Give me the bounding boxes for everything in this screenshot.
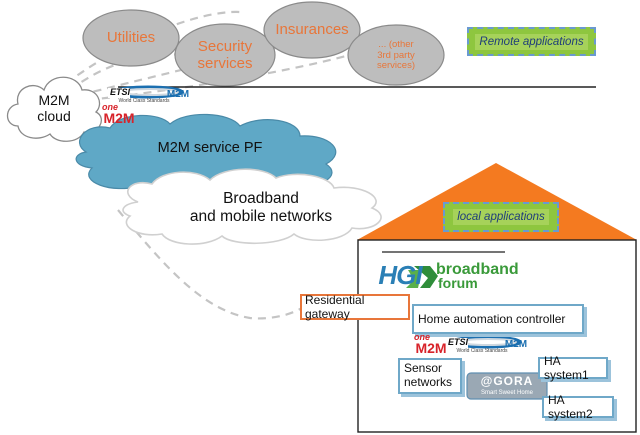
agora-logo-text: @GORA [480,374,534,389]
etsi-house-logo-text: ETSI [448,336,469,347]
hgi-logo: HGI [378,260,422,291]
security-services-label: Security services [197,37,253,72]
ha-system1-label: HA system1 [544,354,589,382]
onem2m-house-m2m-text: M2M [415,339,447,356]
insurances-label: Insurances [275,21,349,39]
third-party-oval [347,24,445,86]
onem2m-one-text: one [101,101,118,112]
agora-logo-frame [466,372,548,400]
broadband-logo-text: broadband [436,260,519,278]
ha-system2-label: HA system2 [548,393,593,421]
broadband-forum-icon [414,266,438,288]
ha-system1-box: HA system1 [538,354,608,382]
etsi-logo-text: ETSI [110,86,131,97]
etsi-logo-cloud [108,85,184,99]
hgi-logo-accent [382,264,390,290]
etsi-house-tagline: World Class Standards [456,348,508,355]
home-automation-controller-box: Home automation controller [412,304,584,334]
onem2m-m2m-text: M2M [103,109,135,126]
remote-applications-label: Remote applications [475,33,588,50]
broadband-forum-icon-part [406,270,422,288]
third-party-services-label: ... (other 3rd party services) [376,38,415,72]
m2m-cloud-shape [6,76,102,142]
forum-logo-text: forum [438,274,478,291]
utilities-label: Utilities [106,29,156,47]
utilities-oval [82,9,180,67]
ha-system2-box: HA system2 [542,393,614,421]
etsi-m2m-text: M2M [166,89,190,101]
broadband-networks-cloud [122,168,382,245]
insurances-oval [263,1,361,59]
m2m-cloud-label: M2M cloud [37,91,71,124]
m2m-service-platform-label: M2M service PF [157,139,263,156]
etsi-tagline: World Class Standards [118,98,170,105]
onem2m-house-one-text: one [413,331,430,342]
house-roof [357,163,637,240]
etsi-logo-house [446,335,522,349]
local-applications-box: local applications [443,202,559,232]
home-automation-controller-label: Home automation controller [418,312,566,326]
sensor-networks-box: Sensor networks [398,358,462,394]
residential-gateway-label: Residential gateway [305,293,365,321]
sensor-networks-label: Sensor networks [404,361,453,389]
agora-tagline: Smart Sweet Home [480,390,534,397]
etsi-house-m2m-text: M2M [504,339,528,351]
security-services-oval [174,23,276,87]
remote-applications-box: Remote applications [467,27,596,56]
local-applications-label: local applications [453,209,549,225]
residential-gateway-box: Residential gateway [300,293,410,321]
broadband-networks-label: Broadband and mobile networks [189,190,333,225]
